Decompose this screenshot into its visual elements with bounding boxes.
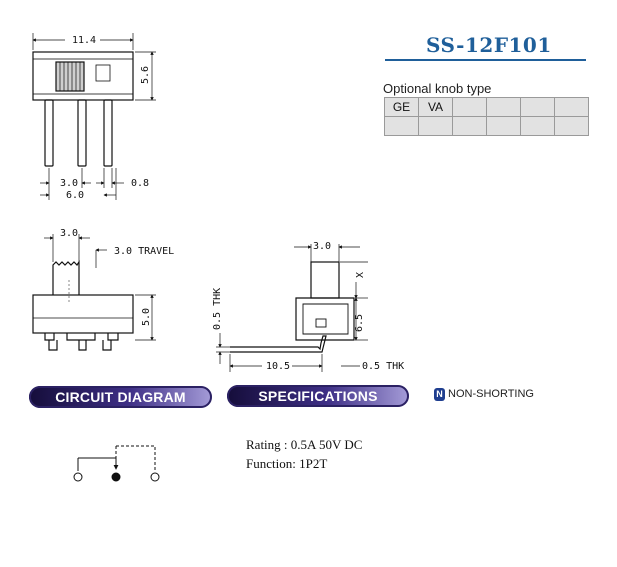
dim-bend-height-label: 6.5 [354,314,365,332]
dim-x-label: X [355,272,366,278]
circuit-schematic [73,445,160,482]
knob-cell [418,116,453,136]
terminal-common [111,472,121,482]
side-view [32,234,156,351]
top-view [32,33,156,200]
knob-type-table: GE VA [384,97,589,136]
dim-bend-knob-label: 3.0 [313,241,331,252]
dim-length-label: 10.5 [266,361,290,372]
part-number-title: SS-12F101 [426,33,552,57]
spec-function: Function: 1P2T [246,456,328,471]
dim-thk-left-label: 0.5 THK [212,288,223,330]
dim-thk-right-label: 0.5 THK [362,361,404,372]
title-underline [385,59,586,61]
circuit-diagram-header: CIRCUIT DIAGRAM [29,386,212,408]
knob-cell [554,116,589,136]
dim-side-height-label: 5.0 [141,308,152,326]
knob-caption: Optional knob type [383,81,492,96]
knob-cell [554,97,589,117]
specifications-header: SPECIFICATIONS [227,385,409,407]
spec-rating: Rating : 0.5A 50V DC [246,437,363,452]
non-shorting-icon: N [434,388,445,401]
dim-span-label: 6.0 [66,190,84,201]
dim-pin-width-label: 0.8 [131,178,149,189]
knob-cell [486,116,521,136]
knob-cell [520,97,555,117]
terminal-left [73,472,83,482]
knob-cell [520,116,555,136]
terminal-right [150,472,160,482]
bend-view [216,244,368,372]
knob-cell: GE [384,97,419,117]
dim-knob-width-label: 3.0 [60,228,78,239]
dim-height-label: 5.6 [140,66,151,84]
knob-cell [384,116,419,136]
dim-pitch-label: 3.0 [60,178,78,189]
non-shorting-label: NON-SHORTING [448,388,534,400]
dim-width-label: 11.4 [72,35,96,46]
knob-cell [452,116,487,136]
dim-travel-label: 3.0 TRAVEL [114,246,174,257]
